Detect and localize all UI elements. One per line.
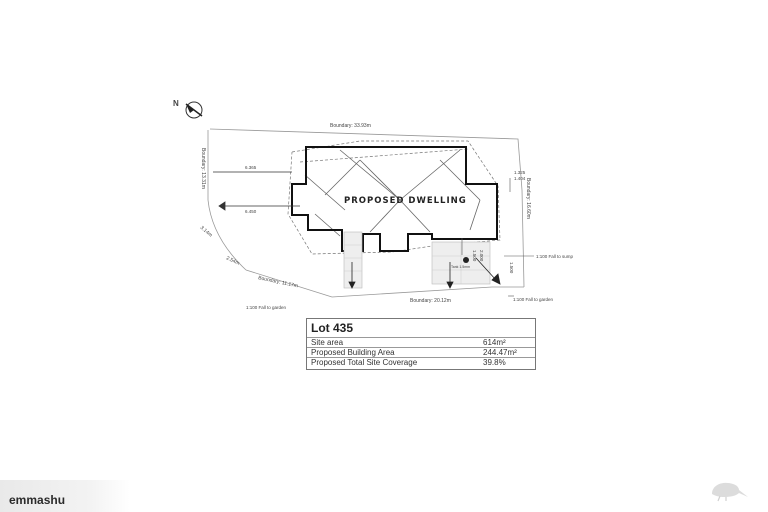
dwelling-footprint: [291, 146, 498, 252]
fall-garden-left-label: 1:100 Fall to garden: [246, 305, 287, 310]
row-label: Proposed Building Area: [311, 348, 395, 357]
dim-lower-b: 2.000: [479, 250, 484, 262]
dim-right-c: 1.500: [509, 262, 514, 274]
tank-icon: [463, 257, 469, 263]
footer: emmashu: [0, 480, 768, 512]
boundary-bottom-label: Boundary: 20.12m: [410, 298, 451, 304]
table-row: Proposed Building Area 244.47m²: [307, 347, 535, 358]
row-label: Proposed Total Site Coverage: [311, 358, 418, 367]
dim-right-a: 1.325: [514, 170, 526, 175]
boundary-bottom-left-label: Boundary: 11.17m: [258, 275, 299, 289]
fall-sump-label: 1:100 Fall to sump: [536, 254, 574, 259]
boundary-left-label: Boundary: 13.31m: [200, 148, 206, 189]
tank-label: Tank 1.5mm: [451, 265, 470, 269]
site-boundary: [207, 128, 525, 298]
row-value: 244.47m²: [483, 348, 517, 357]
kiwi-logo-icon: [712, 482, 748, 502]
north-arrow-icon: N: [173, 99, 203, 119]
dim-curve-a: 3.14m: [199, 225, 214, 239]
setback-lower: 6.450: [245, 209, 257, 214]
dwelling-label: PROPOSED DWELLING: [344, 196, 467, 206]
dim-right-b: 1.404: [514, 176, 526, 181]
boundary-top-label: Boundary: 33.93m: [330, 123, 371, 129]
dim-curve-b: 2.54m: [225, 255, 240, 266]
lot-summary-table: Lot 435 Site area 614m² Proposed Buildin…: [306, 318, 536, 370]
roof-outline: [287, 140, 501, 255]
footer-fade: [0, 480, 130, 512]
roof-ridges: [304, 149, 481, 237]
dim-lower-a: 1.500: [472, 250, 477, 262]
dimension-lines: [461, 178, 534, 297]
setback-arrows: [213, 171, 300, 211]
svg-text:N: N: [173, 99, 179, 108]
lot-title: Lot 435: [311, 321, 354, 335]
setback-upper: 6.365: [245, 165, 257, 170]
username-link[interactable]: emmashu: [9, 493, 66, 507]
fall-arrows: [348, 257, 501, 289]
boundary-right-label: Boundary: 16.60m: [525, 178, 531, 219]
row-label: Site area: [311, 338, 344, 347]
paving-hatch: [344, 242, 490, 284]
table-row: Site area 614m²: [307, 337, 535, 348]
table-row: Proposed Total Site Coverage 39.8%: [307, 357, 535, 368]
row-value: 39.8%: [483, 358, 506, 367]
row-value: 614m²: [483, 338, 506, 347]
fall-garden-right-label: 1:100 Fall to garden: [513, 297, 554, 302]
